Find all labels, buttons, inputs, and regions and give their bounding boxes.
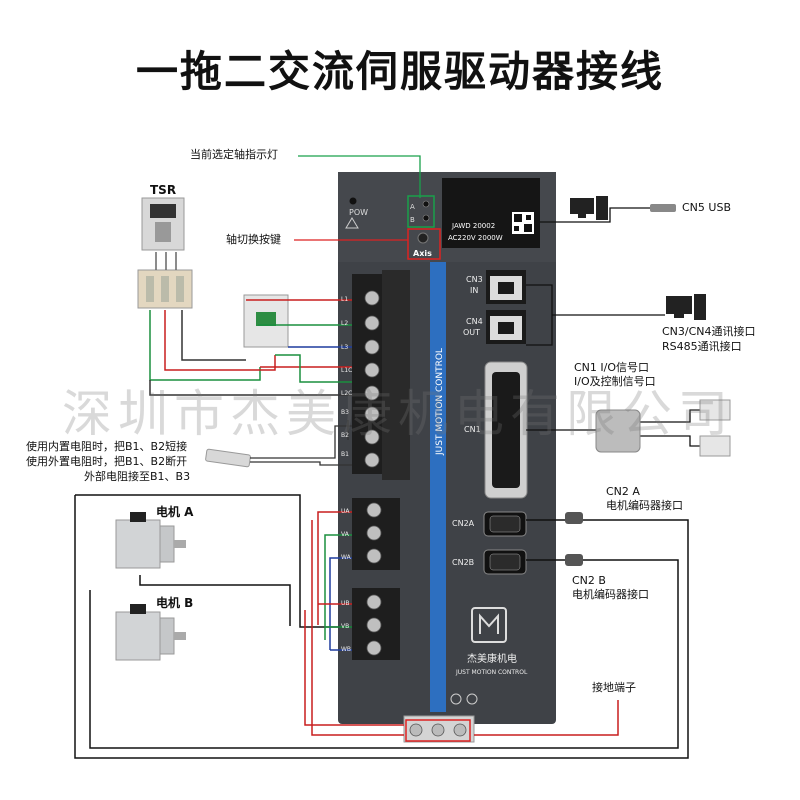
cn2a-label: CN2A: [452, 519, 475, 528]
vertical-brand: JUST MOTION CONTROL: [435, 348, 445, 456]
resistor-note-3: 外部电阻接至B1、B3: [84, 470, 191, 483]
computer-icon-top: [570, 196, 608, 220]
svg-text:L2C: L2C: [341, 390, 352, 397]
svg-text:VB: VB: [341, 623, 349, 630]
in-label: IN: [470, 286, 478, 295]
cn2b-label-1: CN2 B: [572, 574, 606, 587]
watermark: 深圳市杰美康机电有限公司: [62, 385, 734, 443]
resistor-note-1: 使用内置电阻时，把B1、B2短接: [26, 440, 188, 453]
warning-icon: [345, 217, 359, 229]
cn2a-label-1: CN2 A: [606, 485, 640, 498]
brand-cn: 杰美康机电: [467, 652, 517, 665]
blue-stripe: [430, 262, 446, 712]
brand-en: JUST MOTION CONTROL: [455, 669, 528, 676]
motor-b-label: 电机 B: [156, 596, 194, 610]
motor-b: [115, 604, 186, 661]
axis-highlight: [407, 228, 441, 260]
ground-label: 接地端子: [592, 681, 636, 694]
pow-label: POW: [349, 208, 368, 217]
svg-text:L2: L2: [341, 320, 348, 327]
led-highlight: [407, 195, 435, 228]
brake-resistor: [205, 448, 251, 468]
page-title: 一拖二交流伺服驱动器接线: [135, 47, 664, 96]
cn1-label-2: I/O及控制信号口: [574, 375, 656, 388]
svg-text:L1C: L1C: [341, 367, 352, 374]
svg-text:UB: UB: [341, 600, 350, 607]
cn34-label-1: CN3/CN4通讯接口: [662, 325, 756, 338]
svg-text:L1: L1: [341, 296, 348, 303]
cn34-label-2: RS485通讯接口: [662, 340, 742, 353]
resistor-note-2: 使用外置电阻时，把B1、B2断开: [26, 455, 188, 468]
brand-logo: [471, 607, 507, 643]
pow-led: [349, 197, 357, 205]
svg-text:B2: B2: [341, 432, 349, 439]
led-a-label: A: [410, 203, 415, 211]
breaker-label: TSR: [150, 183, 177, 197]
cn1-label-1: CN1 I/O信号口: [574, 361, 650, 374]
out-label: OUT: [463, 328, 480, 337]
motor-a-terminal-labels: UA VA WA: [341, 508, 352, 561]
cn2b-label-2: 电机编码器接口: [572, 588, 649, 601]
svg-text:WB: WB: [341, 646, 351, 653]
cn1-label: CN1: [464, 425, 481, 434]
cn2b-label: CN2B: [452, 558, 474, 567]
cn5-label: CN5 USB: [682, 201, 731, 214]
svg-text:WA: WA: [341, 554, 352, 561]
cn1-plug: [595, 409, 641, 453]
svg-text:VA: VA: [341, 531, 350, 538]
svg-text:B3: B3: [341, 409, 349, 416]
cn4-label: CN4: [466, 317, 483, 326]
computer-icon-mid: [666, 294, 706, 320]
motor-a: [115, 512, 186, 569]
cn2a-label-2: 电机编码器接口: [606, 499, 683, 512]
model-text: JAWD 20002: [451, 222, 495, 230]
svg-text:UA: UA: [341, 508, 350, 515]
axis-label: Axis: [413, 249, 432, 258]
axis-indicator-label: 当前选定轴指示灯: [190, 148, 278, 161]
svg-text:L3: L3: [341, 344, 348, 351]
svg-text:B1: B1: [341, 451, 349, 458]
cn3-label: CN3: [466, 275, 483, 284]
rating-text: AC220V 2000W: [448, 234, 503, 242]
led-b-label: B: [410, 216, 415, 224]
motor-a-label: 电机 A: [156, 505, 194, 519]
power-terminal-labels: L1 L2 L3 L1C L2C B3 B2 B1: [341, 296, 352, 458]
motor-b-terminal-labels: UB VB WB: [341, 600, 351, 653]
axis-switch-label: 轴切换按键: [226, 233, 281, 246]
